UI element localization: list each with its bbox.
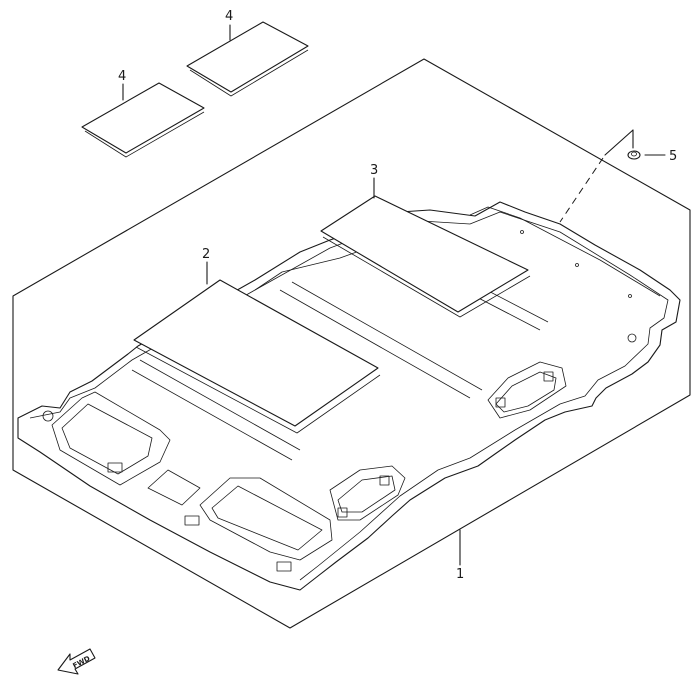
callout-2: 2 xyxy=(202,247,210,262)
fwd-label: FWD xyxy=(72,654,92,670)
callout-4-upper: 4 xyxy=(225,9,233,24)
clip-part xyxy=(559,129,641,223)
callout-4-lower: 4 xyxy=(118,69,126,84)
fwd-arrow-icon: FWD xyxy=(57,648,96,675)
assembly-frame xyxy=(12,58,691,629)
callout-3: 3 xyxy=(370,163,378,178)
callout-1: 1 xyxy=(456,567,464,582)
headliner-body xyxy=(17,201,681,591)
pad-small-b xyxy=(186,21,309,97)
pad-small-a xyxy=(81,82,205,158)
pad-rear xyxy=(320,195,531,318)
callout-5: 5 xyxy=(669,149,677,164)
pad-front xyxy=(133,279,381,434)
